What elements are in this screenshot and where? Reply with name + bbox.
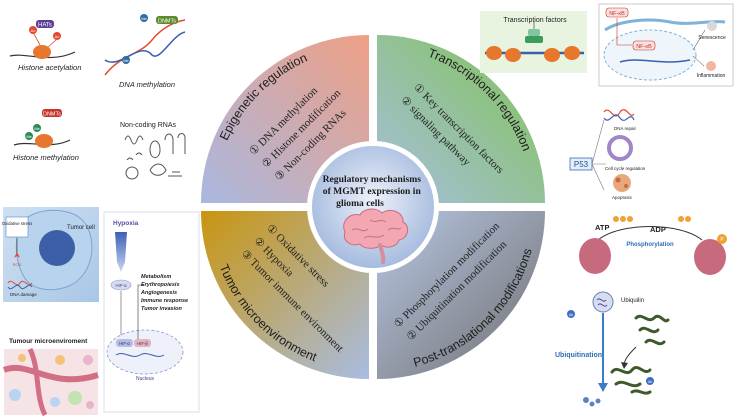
transcription-factors-panel: Transcription factors NF-κB NF-κB Senesc…: [480, 3, 734, 87]
nfkb-cytoplasm-badge: [605, 7, 629, 18]
phosphorylation-label: Phosphorylation: [626, 242, 674, 248]
dna-repair-label: DNA repair: [614, 126, 637, 131]
tumour-microenvironment-label: Tumour microenviroment: [9, 338, 88, 345]
dna-damage-label: DNA damage: [10, 292, 37, 297]
histone-methylation-illustration: DNMTs Me Me: [13, 109, 71, 148]
nucleus-icon: [106, 329, 184, 375]
hif-beta-badge: [134, 339, 151, 347]
histone-acetylation-label: Histone acetylation: [18, 63, 81, 72]
nucleus-label: Nucleus: [136, 376, 155, 382]
phosphorylation-panel: ATP ADP Phosphorylation P: [579, 216, 727, 275]
svg-text:Ac: Ac: [55, 34, 60, 39]
apoptosis-icon: [613, 174, 631, 192]
histone-methylation-label: Histone methylation: [13, 153, 79, 162]
protein-before-icon: [579, 238, 611, 274]
svg-text:DNMTs: DNMTs: [158, 19, 176, 25]
dnmt-enzyme-icon: [156, 16, 178, 24]
apoptosis-label: Apoptosis: [612, 195, 633, 200]
senescence-label: Senescence: [698, 35, 726, 41]
oxidative-stress-label: Oxidative stress: [2, 221, 33, 226]
ubiquitination-label: Ubiquitination: [555, 352, 602, 359]
svg-text:Me: Me: [34, 126, 40, 131]
hat-enzyme-icon: [36, 20, 54, 28]
hif-effects-list: Metabolism Erythropoiesis Angiogenesis I…: [140, 274, 188, 312]
svg-text:Angiogenesis: Angiogenesis: [140, 290, 177, 296]
cell-cycle-label: Cell cycle regulation: [605, 166, 646, 171]
transcription-factor-icon: [525, 22, 543, 43]
inflammation-label: Inflammation: [697, 73, 726, 79]
svg-text:HATs: HATs: [38, 23, 52, 29]
ubiquilin-icon: [592, 291, 614, 313]
svg-text:P: P: [720, 237, 724, 243]
histone-acetylation-illustration: HATs Ac Ac: [9, 20, 76, 59]
hypoxia-label: Hypoxia: [113, 220, 139, 227]
svg-text:HIF-β: HIF-β: [137, 341, 148, 346]
dna-methylation-illustration: DNMTs Me Me: [104, 14, 186, 76]
ros-burst-icon: [14, 252, 20, 258]
svg-text:Ac: Ac: [31, 28, 36, 33]
svg-text:Metabolism: Metabolism: [141, 274, 171, 280]
noncoding-rnas-label: Non-coding RNAs: [120, 122, 177, 129]
protein-chain-icon: [610, 314, 670, 395]
svg-text:Ub: Ub: [648, 380, 653, 384]
svg-text:Me: Me: [26, 134, 32, 139]
svg-text:ROS: ROS: [13, 262, 22, 267]
tumour-microenvironment-panel: Tumour microenviroment: [2, 338, 99, 417]
tumor-cell-panel: Tumor cell Oxidative stress ROS DNA dama…: [2, 207, 99, 302]
protein-after-icon: [694, 239, 726, 275]
phosphate-icons: [613, 216, 691, 222]
regulation-wheel: Regulatory mechanisms of MGMT expression…: [201, 35, 545, 379]
ubiquitination-panel: Ubiquilin Ub Ubiquitination Ub: [555, 291, 670, 407]
nucleus-outline: [603, 29, 697, 81]
brain-icon: [343, 208, 409, 264]
svg-text:Me: Me: [141, 16, 147, 21]
dna-methylation-label: DNA methylation: [119, 80, 175, 89]
senescence-cell-icon: [707, 21, 717, 31]
svg-text:NF-κB: NF-κB: [609, 11, 625, 17]
dna-damage-icon: [7, 280, 33, 286]
svg-text:Me: Me: [123, 58, 129, 63]
noncoding-rna-icon: [124, 133, 186, 180]
svg-text:HIF-α: HIF-α: [115, 283, 127, 288]
center-title: Regulatory mechanisms of MGMT expression…: [323, 174, 424, 209]
hypoxia-arrow: [115, 232, 127, 272]
dna-icon: [603, 109, 635, 117]
adp-label: ADP: [650, 225, 666, 234]
atp-label: ATP: [595, 223, 609, 232]
nucleosome-icon-2: [35, 134, 53, 148]
ubiquilin-label: Ubiquilin: [621, 298, 644, 304]
immune-cells-icon: [9, 354, 94, 409]
p53-box: [566, 103, 646, 199]
svg-text:NF-κB: NF-κB: [636, 44, 652, 50]
svg-text:P53: P53: [574, 160, 589, 169]
svg-text:Immune response: Immune response: [141, 298, 188, 304]
inflammation-cell-icon: [706, 61, 716, 71]
svg-text:Erythropoiesis: Erythropoiesis: [141, 282, 180, 288]
tumor-nucleus-icon: [39, 230, 75, 266]
dnmt-enzyme-icon-2: [42, 109, 62, 117]
svg-text:DNMTs: DNMTs: [43, 112, 61, 118]
hypoxia-panel: Hypoxia HIF-α HIF-α HIF-β Nucleus Metabo…: [103, 211, 200, 413]
nucleosomes-icon: [486, 46, 580, 62]
svg-text:HIF-α: HIF-α: [119, 341, 130, 346]
phosphate-group-icon: [717, 234, 727, 244]
svg-text:Tumor invasion: Tumor invasion: [141, 306, 182, 312]
transcription-factors-label: Transcription factors: [503, 17, 567, 24]
nfkb-nucleus-badge: [632, 40, 656, 51]
nucleosome-icon: [33, 45, 51, 59]
svg-text:Ub: Ub: [569, 313, 574, 317]
hif-alpha-badge: [116, 339, 133, 347]
hif-alpha-cytoplasm: [110, 279, 132, 291]
p53-panel: P53 DNA repair Cell cycle regulation Apo…: [566, 103, 646, 200]
tumor-cell-label: Tumor cell: [67, 225, 95, 231]
oxidative-stress-badge: [5, 216, 29, 238]
cell-cycle-icon: [607, 135, 633, 161]
epigenetic-panel: HATs Ac Ac Histone acetylation DNMTs Me …: [9, 14, 186, 180]
